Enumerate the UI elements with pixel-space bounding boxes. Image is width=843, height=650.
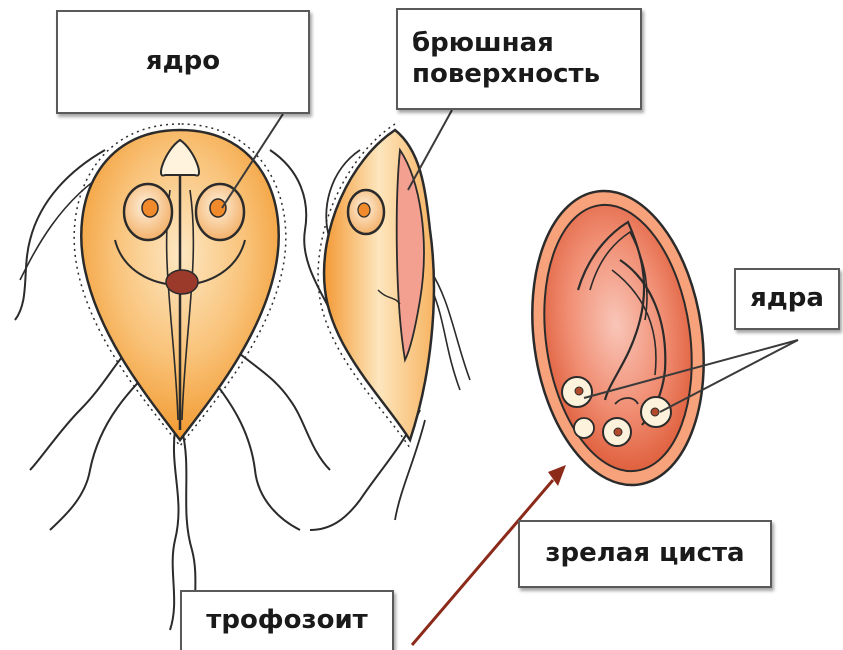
label-nucleus-text: ядро — [146, 46, 220, 77]
label-ventral-line1: брюшная — [412, 28, 554, 59]
label-mature-cyst-text: зрелая циста — [545, 538, 744, 569]
label-mature-cyst: зрелая циста — [518, 520, 772, 588]
label-ventral-surface: брюшная поверхность — [396, 8, 642, 110]
mature-cyst — [514, 180, 722, 497]
trophozoite-front-view — [15, 124, 330, 630]
label-trophozoite: трофозоит — [180, 590, 394, 650]
label-trophozoite-text: трофозоит — [206, 605, 367, 636]
trophozoite-side-view — [310, 124, 470, 530]
label-nucleus: ядро — [56, 10, 310, 114]
label-ventral-line2: поверхность — [412, 59, 600, 90]
label-nuclei: ядра — [734, 268, 840, 330]
label-nuclei-text: ядра — [750, 283, 824, 314]
